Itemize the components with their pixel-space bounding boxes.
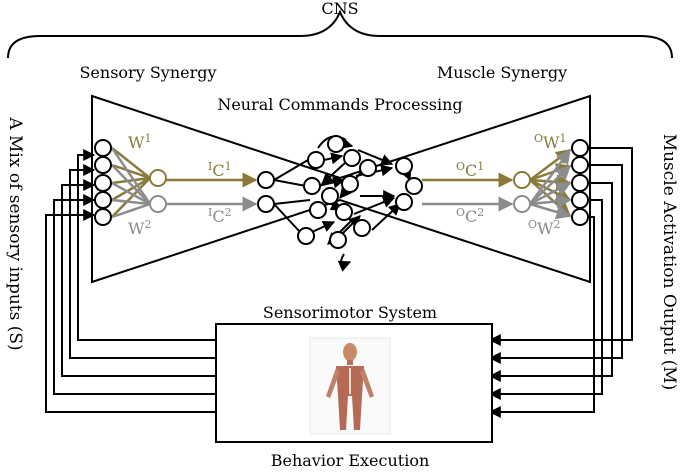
oc1-label: OC1: [456, 160, 484, 180]
muscle-output-label: Muscle Activation Output (M): [659, 134, 679, 391]
human-anatomy-figure: [309, 337, 391, 435]
ic1-label: IC1: [208, 160, 232, 180]
neural-commands-label: Neural Commands Processing: [217, 95, 462, 114]
sensory-synergy-label: Sensory Synergy: [79, 63, 216, 82]
behavior-label: Behavior Execution: [271, 451, 430, 470]
w2-label: W2: [128, 218, 151, 238]
muscle-synergy-node-2: [513, 195, 531, 213]
ow1-label: OW1: [534, 132, 566, 152]
muscle-weight-lines: [528, 148, 572, 220]
sensory-weight-lines: [110, 147, 152, 219]
oc2-label: OC2: [456, 206, 484, 226]
w1-label: W1: [128, 132, 151, 152]
sensory-synergy-node-1: [149, 169, 167, 187]
sensory-synergy-node-2: [149, 195, 167, 213]
sensory-input-nodes: [94, 139, 112, 226]
hourglass-outline: [91, 94, 591, 284]
muscle-synergy-label: Muscle Synergy: [437, 63, 567, 82]
sensorimotor-label: Sensorimotor System: [263, 303, 437, 322]
sensory-feedback-wires: [45, 149, 216, 413]
muscle-output-wires: [488, 147, 633, 418]
ow2-label: OW2: [528, 218, 560, 238]
ic2-label: IC2: [208, 206, 232, 226]
neural-network-nodes: [257, 135, 423, 249]
muscle-synergy-node-1: [513, 171, 531, 189]
cns-label: CNS: [321, 0, 358, 18]
sensory-inputs-label: A Mix of sensory inputs (S): [5, 116, 25, 350]
muscle-output-nodes: [571, 139, 589, 226]
cns-brace: [7, 9, 673, 59]
